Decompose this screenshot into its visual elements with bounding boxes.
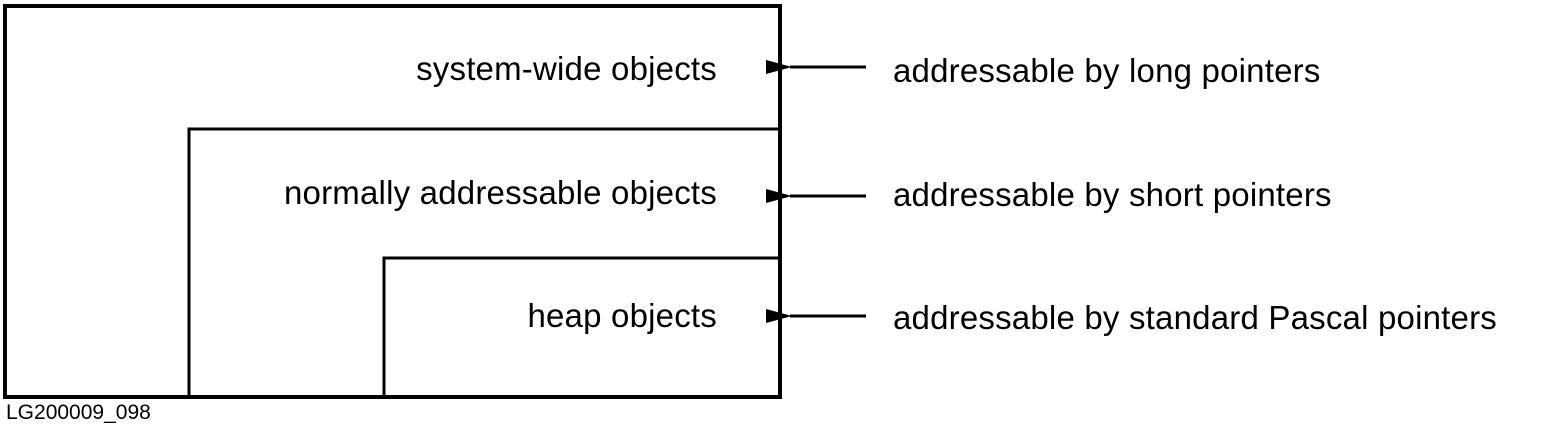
normally-addressable-objects-label: normally addressable objects xyxy=(284,174,717,211)
short-pointers-label: addressable by short pointers xyxy=(893,176,1332,213)
normally-addressable-objects-box xyxy=(187,127,782,399)
system-wide-objects-label: system-wide objects xyxy=(416,50,717,87)
long-pointers-label: addressable by long pointers xyxy=(893,52,1321,89)
heap-objects-box xyxy=(382,256,782,399)
pascal-pointers-label: addressable by standard Pascal pointers xyxy=(893,299,1497,336)
heap-objects-label: heap objects xyxy=(527,297,717,334)
figure-id: LG200009_098 xyxy=(6,401,151,424)
